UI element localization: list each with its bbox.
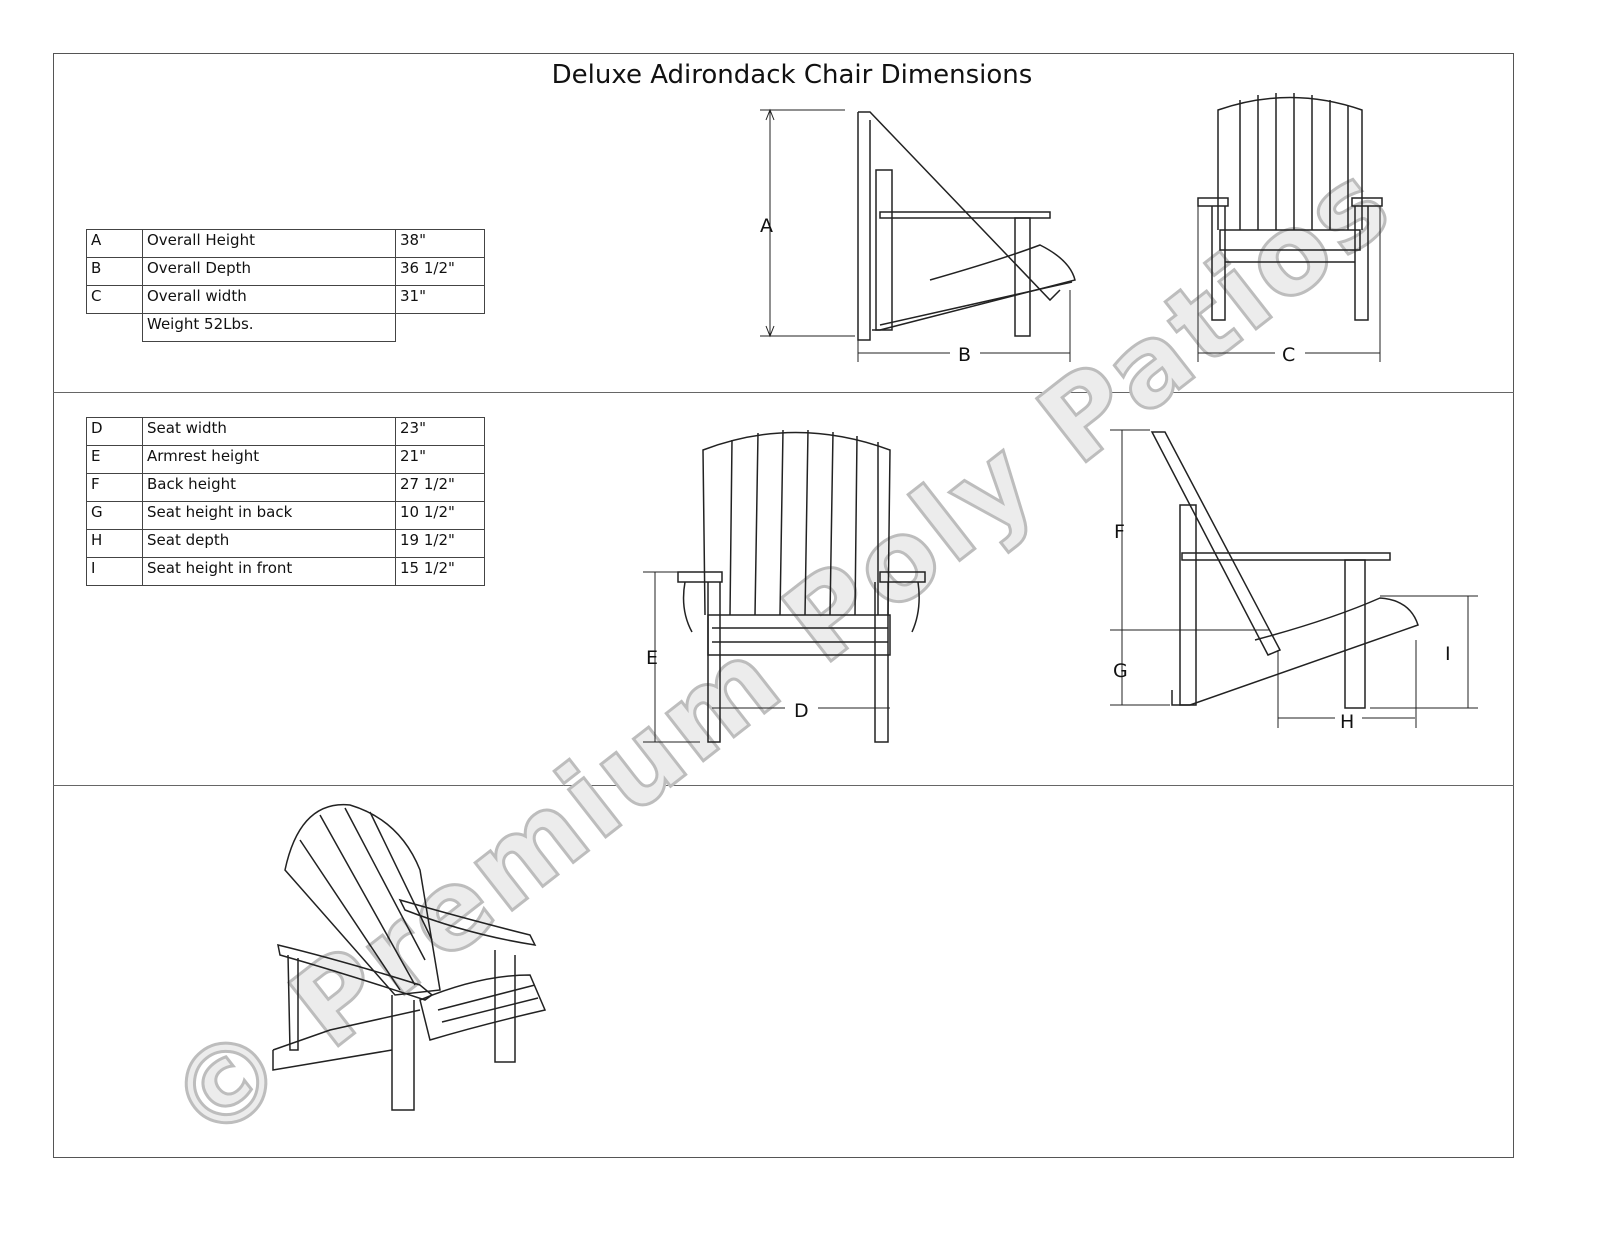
- dim-name: Seat height in front: [142, 557, 396, 586]
- dim-label-c: C: [1282, 344, 1295, 366]
- dim-value: 21": [395, 445, 485, 474]
- dimension-a: [760, 108, 855, 338]
- dim-label-g: G: [1113, 660, 1128, 682]
- section-divider: [53, 392, 1514, 393]
- dim-name: Seat width: [142, 417, 396, 446]
- dim-letter: H: [86, 529, 143, 558]
- dimension-i: [1370, 595, 1478, 709]
- dim-letter: I: [86, 557, 143, 586]
- front-view-chair-1: [1197, 93, 1383, 321]
- dim-value: 36 1/2": [395, 257, 485, 286]
- dimension-c: [1197, 206, 1381, 362]
- dim-name: Overall Height: [142, 229, 396, 258]
- table-row: Weight 52Lbs.: [87, 313, 485, 342]
- dim-name: Overall Depth: [142, 257, 396, 286]
- dim-label-h: H: [1340, 711, 1354, 733]
- dim-label-e: E: [646, 647, 658, 669]
- dim-label-f: F: [1114, 521, 1125, 543]
- dim-letter: B: [86, 257, 143, 286]
- dimension-h: [1277, 640, 1417, 728]
- weight-cell: Weight 52Lbs.: [142, 313, 396, 342]
- dimension-b: [857, 290, 1071, 362]
- dim-label-b: B: [958, 344, 971, 366]
- dim-name: Seat height in back: [142, 501, 396, 530]
- drawing-frame: [53, 53, 1514, 1158]
- dim-label-i: I: [1445, 643, 1451, 665]
- dim-value: 31": [395, 285, 485, 314]
- dim-value: 27 1/2": [395, 473, 485, 502]
- dim-label-a: A: [760, 215, 773, 237]
- side-view-chair-2: [1150, 431, 1419, 709]
- dim-name: Seat depth: [142, 529, 396, 558]
- dim-value: 19 1/2": [395, 529, 485, 558]
- section-divider: [53, 785, 1514, 786]
- front-view-chair-2: [677, 429, 926, 743]
- page-title: Deluxe Adirondack Chair Dimensions: [551, 60, 1033, 90]
- dim-letter: D: [86, 417, 143, 446]
- dim-letter: E: [86, 445, 143, 474]
- isometric-chair: [272, 803, 547, 1111]
- dimension-f-g: [1110, 429, 1270, 706]
- dimension-e: [643, 571, 700, 743]
- dim-value: 15 1/2": [395, 557, 485, 586]
- dim-label-d: D: [794, 700, 809, 722]
- side-view-chair-1: [857, 111, 1076, 341]
- dim-name: Back height: [142, 473, 396, 502]
- dim-name: Overall width: [142, 285, 396, 314]
